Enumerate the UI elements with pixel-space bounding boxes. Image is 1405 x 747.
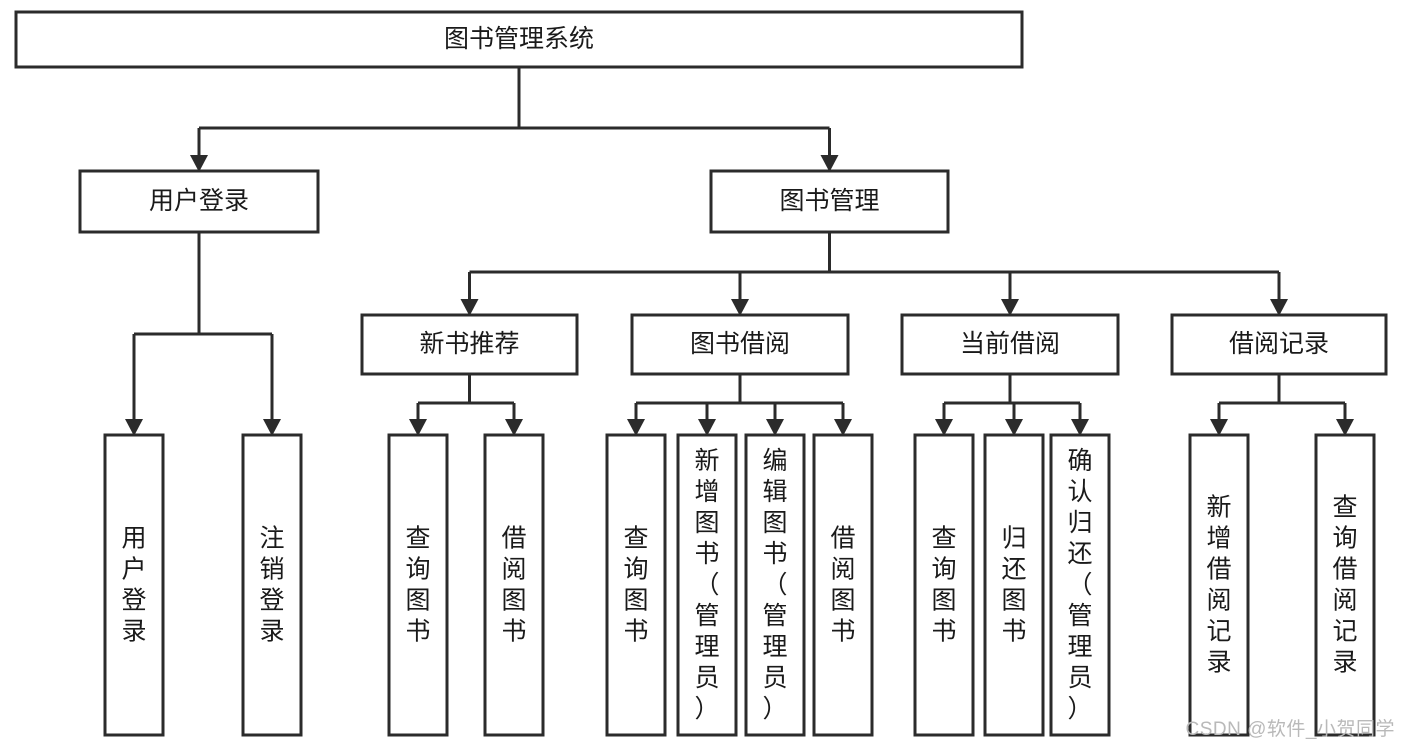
node-box[interactable] [1170, 313, 1388, 376]
arrow-head-icon [460, 299, 479, 316]
node-box[interactable] [1188, 433, 1250, 737]
arrow-head-icon [1005, 419, 1023, 436]
node-box[interactable] [78, 169, 320, 234]
diagram-node-leaf-borrow-book-recommend[interactable]: 借阅图书 [483, 433, 545, 737]
arrow-head-icon [820, 155, 839, 172]
arrow-head-icon [698, 419, 716, 436]
arrow-head-icon [505, 419, 523, 436]
node-label: 图书管理 [779, 187, 879, 215]
node-box[interactable] [605, 433, 667, 737]
arrow-head-icon [263, 419, 281, 436]
node-box[interactable] [744, 433, 806, 737]
node-label: 当前借阅 [960, 330, 1060, 358]
node-box[interactable] [676, 433, 738, 737]
diagram-node-borrow-record[interactable]: 借阅记录 [1170, 313, 1388, 376]
node-label: 查询图书 [931, 525, 956, 646]
node-label: 查询借阅记录 [1332, 494, 1357, 677]
diagram-node-book-borrow[interactable]: 图书借阅 [630, 313, 850, 376]
node-box[interactable] [812, 433, 874, 737]
arrow-head-icon [1336, 419, 1354, 436]
arrow-head-icon [627, 419, 645, 436]
node-box[interactable] [103, 433, 165, 737]
diagram-node-leaf-return-book[interactable]: 归还图书 [983, 433, 1045, 737]
arrow-head-icon [1270, 299, 1288, 316]
node-label: 借阅图书 [501, 525, 526, 646]
node-box[interactable] [1049, 433, 1111, 737]
node-label: 用户登录 [149, 187, 249, 215]
diagram-node-leaf-user-login[interactable]: 用户登录 [103, 433, 165, 737]
node-box[interactable] [913, 433, 975, 737]
node-box[interactable] [483, 433, 545, 737]
arrow-head-icon [409, 419, 427, 436]
node-box[interactable] [241, 433, 303, 737]
diagram-node-leaf-query-book-current[interactable]: 查询图书 [913, 433, 975, 737]
node-box[interactable] [630, 313, 850, 376]
node-label: 借阅记录 [1229, 330, 1329, 358]
arrow-head-icon [1001, 299, 1019, 316]
diagram-node-user-login[interactable]: 用户登录 [78, 169, 320, 234]
diagram-node-leaf-add-book-admin[interactable]: 新增图书（管理员） [676, 433, 738, 737]
diagram-node-new-book-recommend[interactable]: 新书推荐 [360, 313, 579, 376]
node-label: 确认归还（管理员） [1067, 447, 1092, 723]
arrow-head-icon [766, 419, 784, 436]
arrow-head-icon [1210, 419, 1228, 436]
arrow-head-icon [125, 419, 143, 436]
arrow-head-icon [190, 155, 208, 172]
node-label: 图书管理系统 [444, 25, 594, 53]
node-label: 编辑图书（管理员） [762, 447, 787, 723]
diagram-node-leaf-user-logout[interactable]: 注销登录 [241, 433, 303, 737]
node-box[interactable] [387, 433, 449, 737]
diagram-node-leaf-add-borrow-record[interactable]: 新增借阅记录 [1188, 433, 1250, 737]
node-label: 归还图书 [1001, 525, 1026, 646]
node-label: 新增借阅记录 [1206, 494, 1231, 677]
connector-layer [125, 67, 1354, 436]
node-box[interactable] [1314, 433, 1376, 737]
node-box[interactable] [900, 313, 1120, 376]
node-label: 新增图书（管理员） [694, 447, 719, 723]
diagram-node-leaf-edit-book-admin[interactable]: 编辑图书（管理员） [744, 433, 806, 737]
diagram-node-book-management[interactable]: 图书管理 [709, 169, 950, 234]
node-layer: 图书管理系统用户登录图书管理新书推荐图书借阅当前借阅借阅记录用户登录注销登录查询… [14, 10, 1388, 737]
arrow-head-icon [731, 299, 749, 316]
node-label: 新书推荐 [419, 330, 519, 358]
diagram-node-current-borrow[interactable]: 当前借阅 [900, 313, 1120, 376]
arrow-head-icon [935, 419, 953, 436]
node-label: 用户登录 [121, 525, 146, 646]
diagram-node-leaf-borrow-book[interactable]: 借阅图书 [812, 433, 874, 737]
node-label: 借阅图书 [830, 525, 855, 646]
node-label: 查询图书 [623, 525, 648, 646]
diagram-node-leaf-query-borrow-record[interactable]: 查询借阅记录 [1314, 433, 1376, 737]
node-label: 查询图书 [405, 525, 430, 646]
node-box[interactable] [709, 169, 950, 234]
diagram-node-leaf-query-book-borrow[interactable]: 查询图书 [605, 433, 667, 737]
diagram-node-leaf-query-book-recommend[interactable]: 查询图书 [387, 433, 449, 737]
node-box[interactable] [14, 10, 1024, 69]
node-label: 注销登录 [259, 525, 284, 646]
diagram-node-root[interactable]: 图书管理系统 [14, 10, 1024, 69]
node-box[interactable] [983, 433, 1045, 737]
arrow-head-icon [834, 419, 852, 436]
diagram-node-leaf-confirm-return-admin[interactable]: 确认归还（管理员） [1049, 433, 1111, 737]
node-box[interactable] [360, 313, 579, 376]
arrow-head-icon [1071, 419, 1089, 436]
node-label: 图书借阅 [690, 330, 790, 358]
